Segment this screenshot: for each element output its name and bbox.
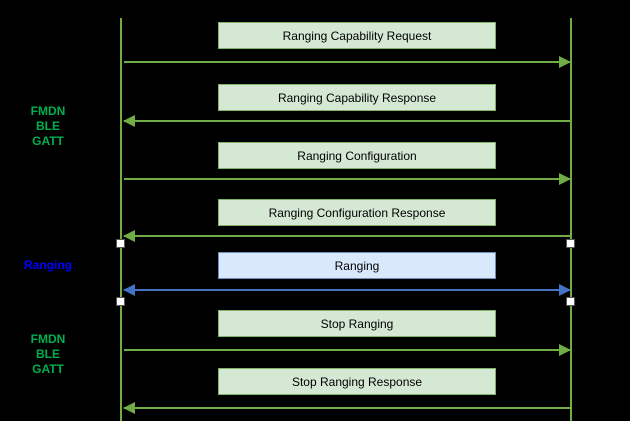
- arrowhead-left-icon: [123, 402, 135, 414]
- arrow-shaft: [124, 407, 570, 409]
- side-label-line: FMDN: [30, 332, 66, 346]
- arrowhead-right-icon: [559, 344, 571, 356]
- arrow-shaft: [124, 61, 570, 63]
- message-box-ranging-capability-response: Ranging Capability Response: [218, 84, 496, 111]
- arrow-shaft: [124, 289, 570, 291]
- side-label-line: GATT: [32, 362, 64, 376]
- arrowhead-right-icon: [559, 173, 571, 185]
- message-box-ranging-configuration: Ranging Configuration: [218, 142, 496, 169]
- arrowhead-left-icon: [123, 115, 135, 127]
- side-label-line: FMDN: [30, 104, 66, 118]
- arrow-shaft: [124, 235, 570, 237]
- message-box-ranging-capability-request: Ranging Capability Request: [218, 22, 496, 49]
- arrow-shaft: [124, 120, 570, 122]
- message-box-ranging: Ranging: [218, 252, 496, 279]
- arrow-shaft: [124, 178, 570, 180]
- arrowhead-left-icon: [123, 230, 135, 242]
- activation-marker-left-end: [116, 297, 125, 306]
- side-label-line: Ranging: [24, 258, 72, 272]
- side-label-fmdn-ble-gatt-top: FMDN BLE GATT: [0, 104, 96, 149]
- side-label-line: BLE: [36, 347, 60, 361]
- activation-marker-left-start: [116, 239, 125, 248]
- side-label-ranging: Ranging: [0, 258, 96, 273]
- arrowhead-right-icon: [559, 284, 571, 296]
- lifeline-right: [570, 18, 572, 421]
- activation-marker-right-start: [566, 239, 575, 248]
- activation-marker-right-end: [566, 297, 575, 306]
- arrow-shaft: [124, 349, 570, 351]
- side-label-line: BLE: [36, 119, 60, 133]
- side-label-line: GATT: [32, 134, 64, 148]
- lifeline-left: [120, 18, 122, 421]
- side-label-fmdn-ble-gatt-bottom: FMDN BLE GATT: [0, 332, 96, 377]
- message-box-stop-ranging-response: Stop Ranging Response: [218, 368, 496, 395]
- message-box-stop-ranging: Stop Ranging: [218, 310, 496, 337]
- message-box-ranging-configuration-response: Ranging Configuration Response: [218, 199, 496, 226]
- arrowhead-right-icon: [559, 56, 571, 68]
- arrowhead-left-icon: [123, 284, 135, 296]
